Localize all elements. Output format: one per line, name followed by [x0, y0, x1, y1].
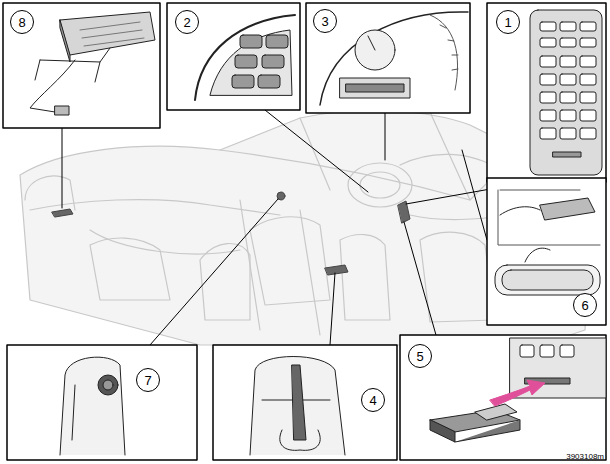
phone-keypad — [530, 10, 602, 175]
callout-circle: 8 — [10, 10, 34, 34]
callout-number: 2 — [183, 16, 190, 29]
mirror-microphone — [495, 190, 600, 295]
callout-number: 8 — [18, 16, 25, 29]
callout-circle: 7 — [136, 368, 160, 392]
callout-circle: 4 — [361, 388, 385, 412]
detail-panels — [3, 3, 606, 460]
leader-lines — [62, 110, 530, 345]
callout-circle: 6 — [573, 293, 597, 317]
callout-number: 7 — [144, 374, 151, 387]
speaker-unit — [30, 12, 155, 115]
callout-circle: 3 — [313, 9, 337, 33]
callout-number: 1 — [504, 16, 511, 29]
callout-number: 6 — [581, 299, 588, 312]
callout-circle: 1 — [496, 10, 520, 34]
callout-number: 4 — [369, 394, 376, 407]
instrument-cluster — [320, 12, 468, 105]
armrest-handset — [250, 357, 345, 456]
callout-circle: 2 — [175, 10, 199, 34]
steering-buttons — [195, 15, 295, 100]
callout-circle: 5 — [408, 344, 432, 368]
callout-number: 3 — [321, 15, 328, 28]
figure-code: 3903108m — [566, 452, 604, 461]
callout-number: 5 — [416, 350, 423, 363]
headrest-speaker — [60, 357, 125, 455]
location-markers — [52, 192, 410, 275]
sim-card-tray — [430, 338, 606, 442]
